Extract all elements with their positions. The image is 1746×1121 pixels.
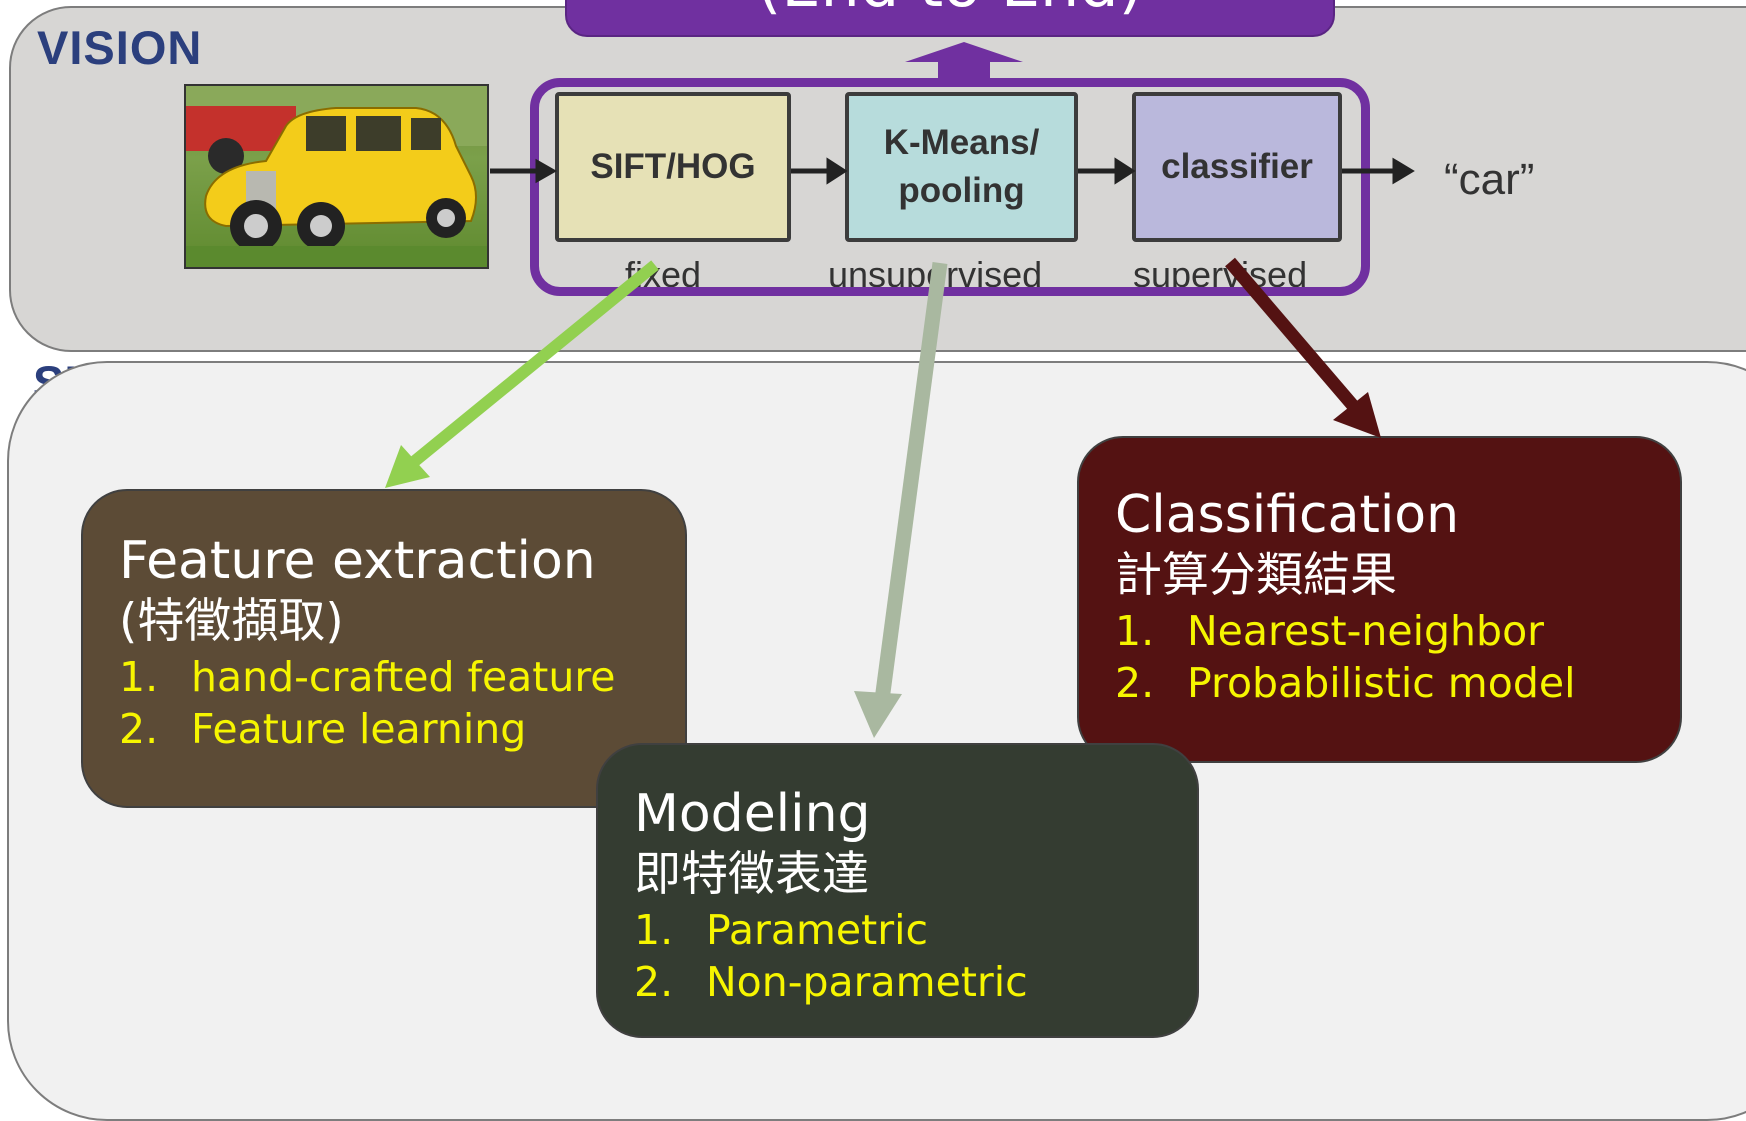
modeling-item: 1.Parametric	[634, 906, 929, 954]
modeling-title: Modeling	[634, 784, 871, 844]
car-output-label: “car”	[1444, 155, 1535, 204]
feature-title: Feature extraction	[119, 531, 596, 591]
modeling-item: 2.Non-parametric	[634, 958, 1028, 1006]
feature-item: 1.hand-crafted feature	[119, 653, 616, 701]
feature-subtitle: (特徵擷取)	[119, 594, 344, 649]
car-illustration	[186, 86, 487, 267]
classifier-block: classifier	[1132, 92, 1342, 242]
end-to-end-frame	[530, 78, 1370, 296]
end-to-end-banner: (End to End)	[565, 0, 1335, 37]
kmeans-label: K-Means/	[883, 123, 1040, 162]
vision-label: VISION	[37, 21, 203, 74]
sift-hog-label: SIFT/HOG	[590, 147, 756, 186]
classification-card: Classification 計算分類結果 1.Nearest-neighbor…	[1077, 436, 1682, 763]
classifier-label: classifier	[1161, 147, 1313, 186]
feature-item: 2.Feature learning	[119, 705, 527, 753]
modeling-subtitle: 即特徵表達	[634, 847, 869, 902]
modeling-card: Modeling 即特徵表達 1.Parametric 2.Non-parame…	[596, 743, 1199, 1038]
classification-item: 1.Nearest-neighbor	[1115, 607, 1545, 655]
car-photo	[184, 84, 489, 269]
kmeans-pooling-block: K-Means/ pooling	[845, 92, 1078, 242]
pooling-label: pooling	[898, 171, 1025, 210]
sift-hog-block: SIFT/HOG	[555, 92, 791, 242]
classification-item: 2.Probabilistic model	[1115, 659, 1576, 707]
banner-text: (End to End)	[567, 0, 1333, 16]
feature-extraction-card: Feature extraction (特徵擷取) 1.hand-crafted…	[81, 489, 687, 808]
classification-subtitle: 計算分類結果	[1115, 548, 1397, 603]
classification-title: Classification	[1115, 485, 1460, 545]
